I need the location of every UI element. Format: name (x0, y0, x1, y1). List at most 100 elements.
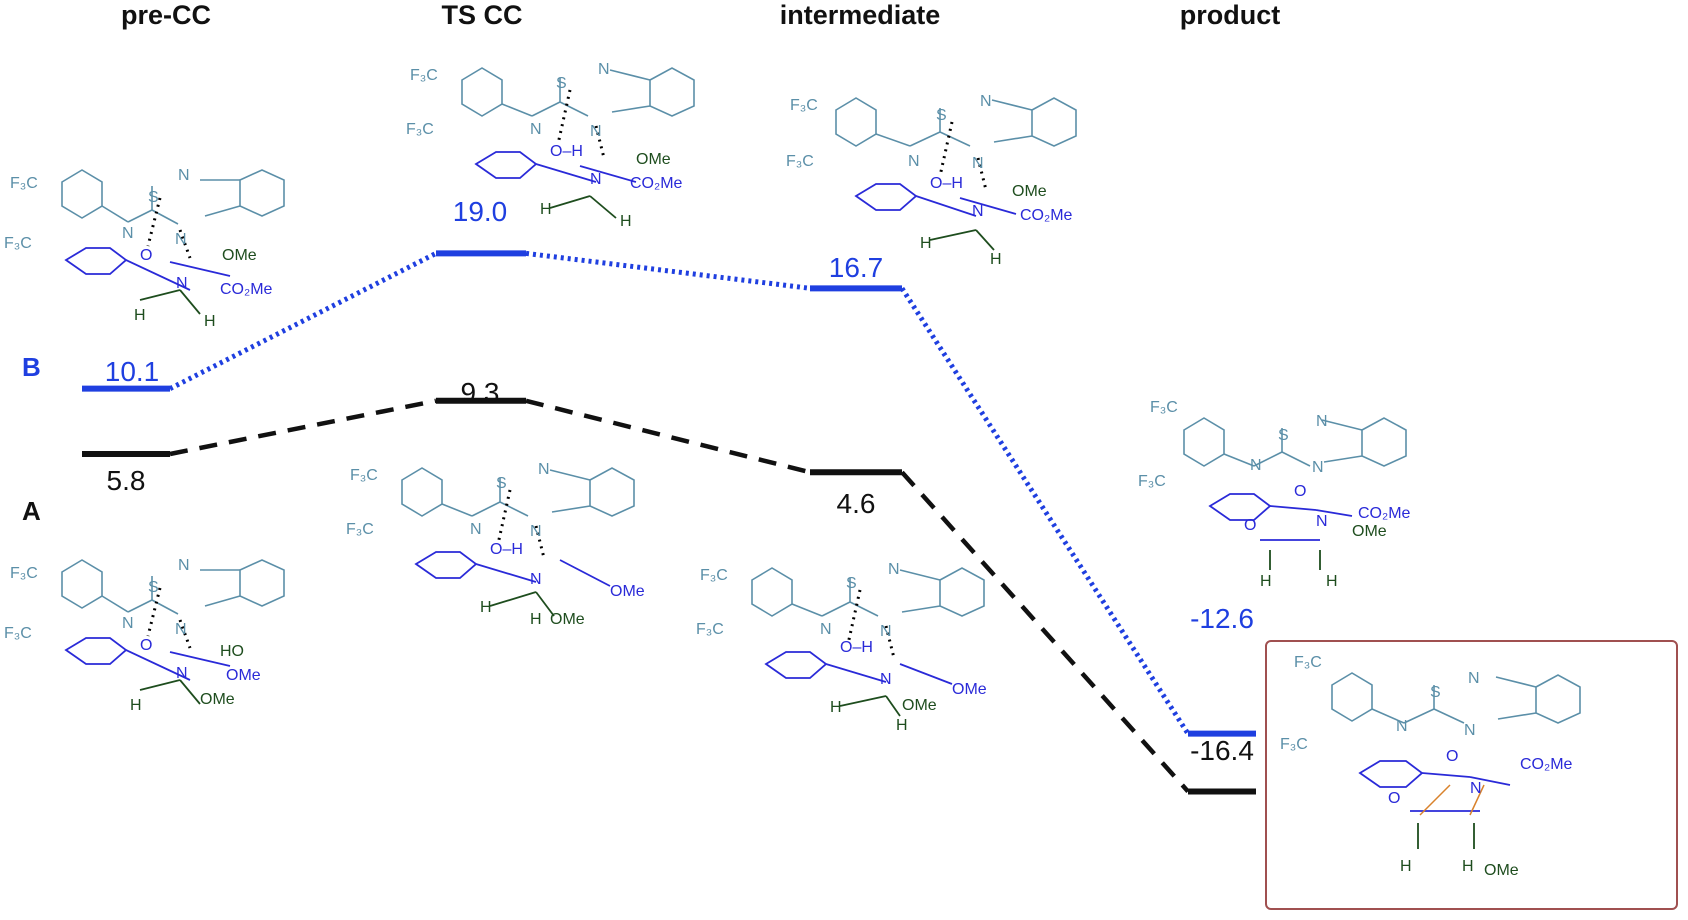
svg-text:N: N (530, 571, 542, 588)
value-b-intermediate: 16.7 (828, 252, 884, 283)
svg-text:OMe: OMe (1012, 183, 1047, 200)
highlight-box (1265, 640, 1678, 910)
header-ts-cc: TS CC (441, 0, 523, 30)
svg-text:F₃C: F₃C (790, 97, 818, 114)
svg-text:OMe: OMe (222, 247, 257, 264)
connector-a-0 (169, 398, 437, 457)
svg-text:N: N (980, 93, 992, 110)
svg-text:O–H: O–H (840, 639, 873, 656)
svg-text:S: S (936, 107, 947, 124)
svg-text:F₃C: F₃C (1150, 399, 1178, 416)
svg-text:OMe: OMe (226, 667, 261, 684)
value-b-ts-cc: 19.0 (452, 196, 508, 227)
svg-text:O: O (1446, 748, 1458, 765)
svg-text:O–H: O–H (930, 175, 963, 192)
svg-text:CO₂Me: CO₂Me (220, 281, 273, 298)
svg-text:O–H: O–H (490, 541, 523, 558)
svg-text:N: N (175, 231, 187, 248)
svg-text:F₃C: F₃C (696, 621, 724, 638)
svg-text:N: N (888, 561, 900, 578)
svg-text:N: N (1396, 718, 1408, 735)
svg-text:H: H (1260, 573, 1272, 590)
svg-text:N: N (1312, 459, 1324, 476)
svg-text:N: N (122, 225, 134, 242)
svg-text:N: N (122, 615, 134, 632)
svg-text:F₃C: F₃C (10, 565, 38, 582)
svg-text:H: H (990, 251, 1002, 268)
svg-text:S: S (496, 475, 507, 492)
svg-text:F₃C: F₃C (786, 153, 814, 170)
svg-text:N: N (598, 61, 610, 78)
svg-text:F₃C: F₃C (350, 467, 378, 484)
path-label-b: B (22, 352, 41, 382)
header-pre-cc: pre-CC (120, 0, 211, 30)
svg-text:O–H: O–H (550, 143, 583, 160)
svg-text:S: S (148, 579, 159, 596)
svg-text:N: N (1250, 457, 1262, 474)
svg-text:N: N (972, 203, 984, 220)
value-a-product: -16.4 (1190, 735, 1254, 766)
svg-text:N: N (175, 621, 187, 638)
svg-text:H: H (620, 213, 632, 230)
svg-text:OMe: OMe (610, 583, 645, 600)
svg-text:H: H (1462, 858, 1474, 875)
svg-text:N: N (176, 275, 188, 292)
svg-text:F₃C: F₃C (1280, 736, 1308, 753)
svg-text:N: N (530, 121, 542, 138)
svg-text:F₃C: F₃C (10, 175, 38, 192)
svg-text:CO₂Me: CO₂Me (1520, 756, 1573, 773)
svg-text:F₃C: F₃C (410, 67, 438, 84)
svg-text:F₃C: F₃C (1294, 654, 1322, 671)
svg-text:N: N (176, 665, 188, 682)
connector-b-0 (168, 251, 438, 391)
svg-text:OMe: OMe (952, 681, 987, 698)
svg-text:O: O (140, 637, 152, 654)
svg-text:OMe: OMe (1484, 862, 1519, 879)
connector-a-1 (525, 398, 811, 475)
svg-text:N: N (1468, 670, 1480, 687)
svg-text:N: N (1316, 413, 1328, 430)
header-intermediate: intermediate (779, 0, 941, 30)
svg-text:N: N (972, 155, 984, 172)
svg-text:HO: HO (220, 643, 244, 660)
svg-text:H: H (830, 699, 842, 716)
value-a-intermediate: 4.6 (836, 488, 876, 519)
svg-text:H: H (480, 599, 492, 616)
svg-text:CO₂Me: CO₂Me (630, 175, 683, 192)
svg-text:H: H (1400, 858, 1412, 875)
svg-text:N: N (880, 623, 892, 640)
header-product: product (1179, 0, 1281, 30)
svg-text:N: N (178, 167, 190, 184)
svg-text:O: O (140, 247, 152, 264)
svg-text:N: N (1470, 780, 1482, 797)
svg-text:O: O (1388, 790, 1400, 807)
svg-text:O: O (1244, 517, 1256, 534)
svg-text:F₃C: F₃C (346, 521, 374, 538)
svg-text:F₃C: F₃C (406, 121, 434, 138)
svg-text:H: H (1326, 573, 1338, 590)
svg-text:H: H (920, 235, 932, 252)
svg-text:S: S (556, 75, 567, 92)
svg-text:OMe: OMe (200, 691, 235, 708)
svg-text:N: N (820, 621, 832, 638)
value-a-pre-cc: 5.8 (106, 465, 146, 496)
svg-text:F₃C: F₃C (4, 235, 32, 252)
svg-text:H: H (540, 201, 552, 218)
svg-text:S: S (1278, 427, 1289, 444)
svg-text:H: H (530, 611, 542, 628)
connector-a-2 (900, 470, 1190, 793)
svg-text:N: N (470, 521, 482, 538)
svg-text:H: H (134, 307, 146, 324)
svg-text:OMe: OMe (1352, 523, 1387, 540)
svg-text:N: N (530, 523, 542, 540)
svg-text:H: H (896, 717, 908, 734)
